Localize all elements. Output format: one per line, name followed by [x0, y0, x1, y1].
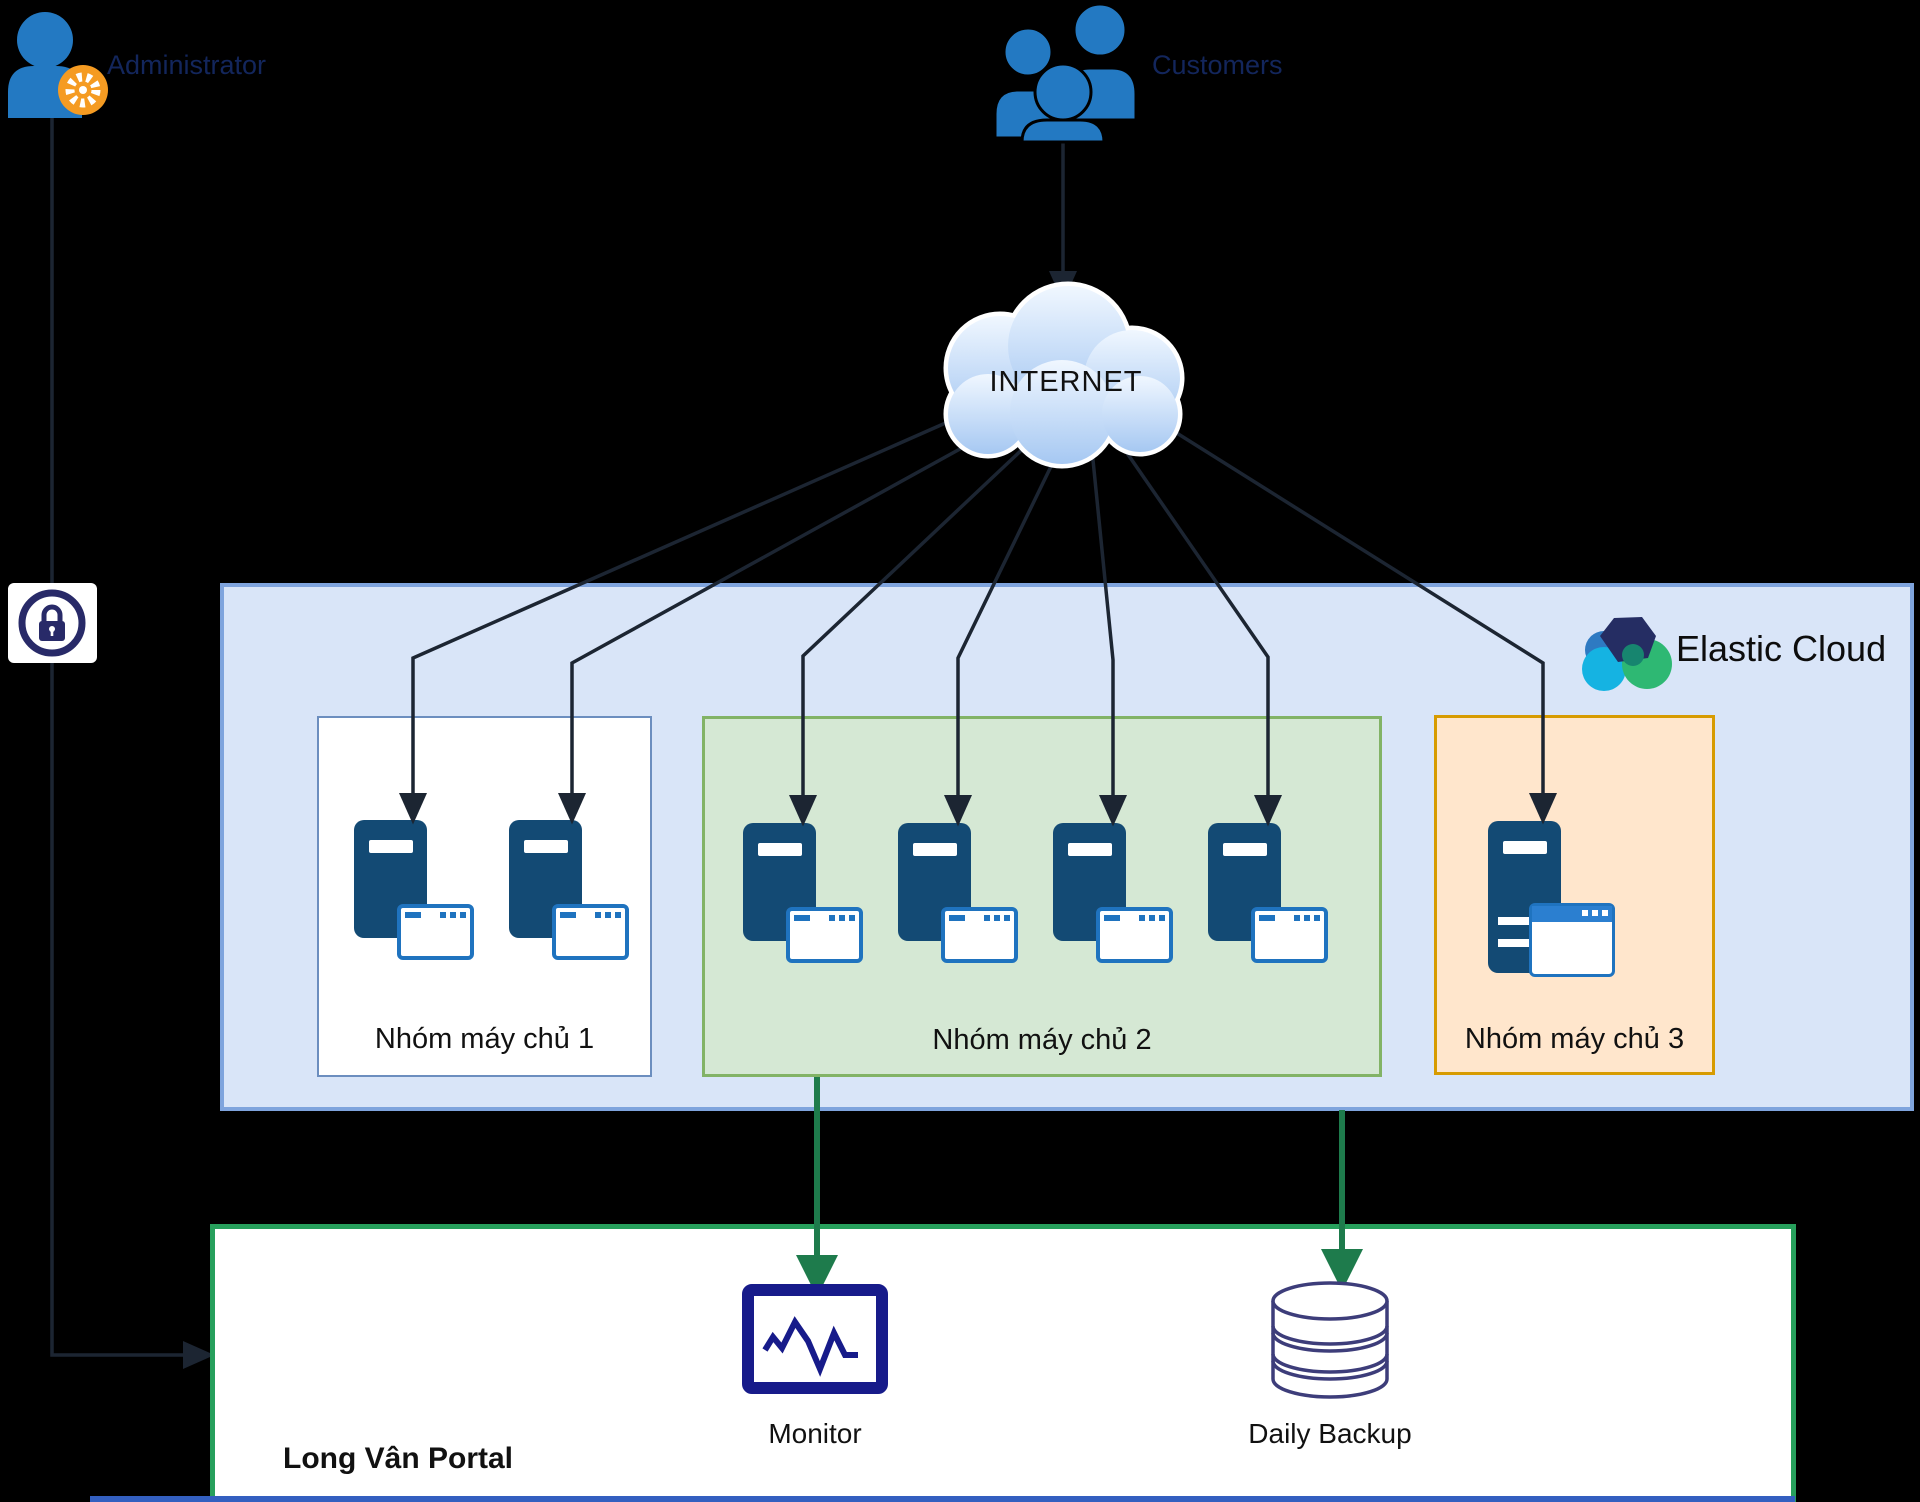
elastic-cloud-label: Elastic Cloud: [1676, 628, 1887, 669]
portal-title: Long Vân Portal: [283, 1442, 514, 1475]
window-dot: [984, 915, 990, 921]
customers-icon: [993, 2, 1138, 151]
server-slot: [369, 840, 413, 853]
app-window-icon: [1096, 907, 1173, 963]
server-slot: [758, 843, 802, 856]
window-dot: [1314, 915, 1320, 921]
window-dot: [1139, 915, 1145, 921]
window-dot: [440, 912, 446, 918]
gear-icon: [58, 65, 108, 115]
window-dot: [450, 912, 456, 918]
window-dot: [1004, 915, 1010, 921]
window-dot: [595, 912, 601, 918]
server-icon: [1053, 823, 1126, 941]
window-dot: [1159, 915, 1165, 921]
server-group-2-label: Nhóm máy chủ 2: [932, 1024, 1152, 1056]
window-dot: [605, 912, 611, 918]
window-titlebar: [1532, 906, 1612, 922]
app-window-icon: [1529, 903, 1615, 977]
window-dot: [994, 915, 1000, 921]
admin-portal-connector: [50, 118, 215, 1369]
window-title-dash: [949, 915, 965, 921]
window-dot: [1582, 910, 1588, 916]
portal-box: [210, 1224, 1796, 1502]
server-slot: [913, 843, 957, 856]
bottom-window-edge: [90, 1496, 1795, 1502]
window-title-dash: [1104, 915, 1120, 921]
window-dot: [829, 915, 835, 921]
window-dot: [849, 915, 855, 921]
server-vent: [1498, 917, 1532, 925]
window-dot: [1294, 915, 1300, 921]
window-title-dash: [405, 912, 421, 918]
window-dot: [1602, 910, 1608, 916]
server-group-2-box: Nhóm máy chủ 2: [702, 716, 1382, 1077]
window-dot: [615, 912, 621, 918]
server-slot: [524, 840, 568, 853]
administrator-icon: [8, 12, 82, 118]
server-group-3-label: Nhóm máy chủ 3: [1464, 1023, 1685, 1055]
server-vent: [1498, 939, 1532, 947]
backup-label: Daily Backup: [1248, 1418, 1412, 1449]
app-window-icon: [552, 904, 629, 960]
window-dot: [1592, 910, 1598, 916]
lock-icon: [8, 583, 97, 663]
window-dot: [1149, 915, 1155, 921]
server-slot: [1223, 843, 1267, 856]
window-dot: [839, 915, 845, 921]
window-dot: [460, 912, 466, 918]
internet-label: INTERNET: [989, 366, 1143, 398]
app-window-icon: [1251, 907, 1328, 963]
window-title-dash: [560, 912, 576, 918]
app-window-icon: [786, 907, 863, 963]
customers-label: Customers: [1152, 50, 1283, 80]
window-dot: [1304, 915, 1310, 921]
server-slot: [1503, 841, 1547, 854]
administrator-label: Administrator: [107, 50, 267, 80]
app-window-icon: [941, 907, 1018, 963]
server-group-1-label: Nhóm máy chủ 1: [374, 1023, 595, 1055]
window-title-dash: [1259, 915, 1275, 921]
server-group-3-box: Nhóm máy chủ 3: [1434, 715, 1715, 1075]
server-group-1-box: Nhóm máy chủ 1: [317, 716, 652, 1077]
app-window-icon: [397, 904, 474, 960]
window-title-dash: [794, 915, 810, 921]
monitor-label: Monitor: [768, 1418, 862, 1449]
server-slot: [1068, 843, 1112, 856]
